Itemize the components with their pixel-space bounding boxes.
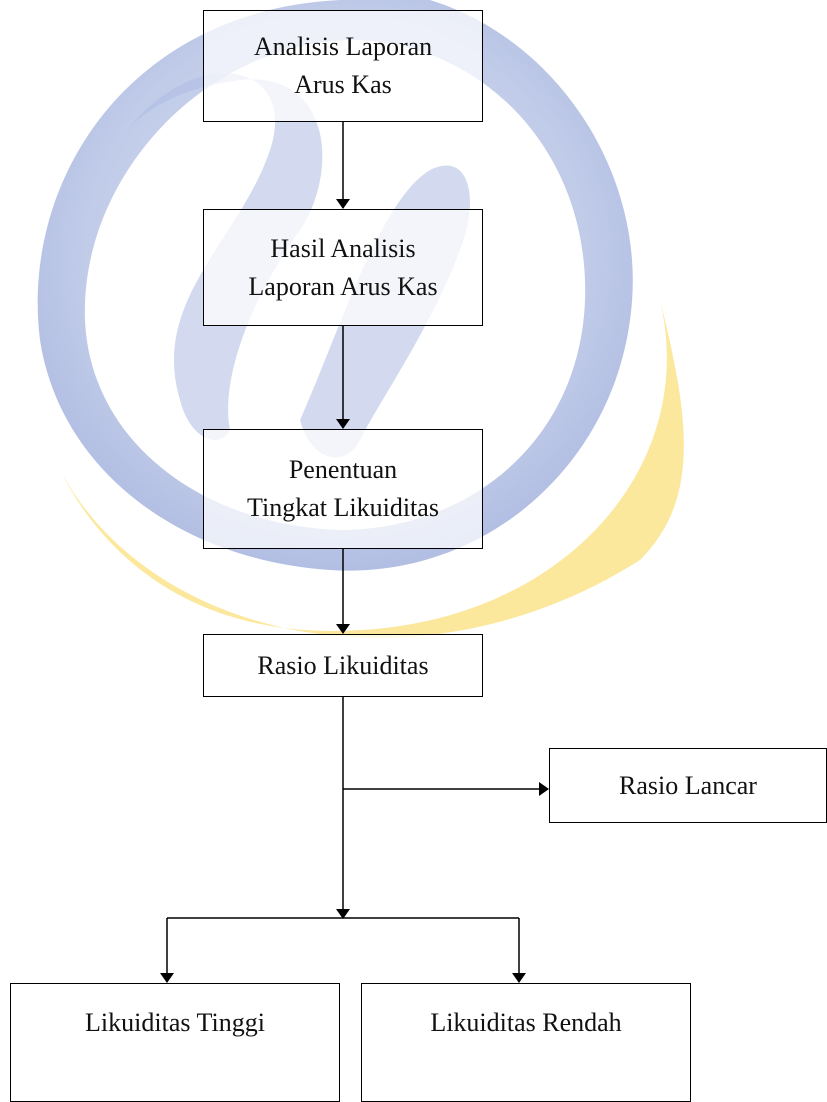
node-hasil-analisis: Hasil Analisis Laporan Arus Kas — [203, 209, 483, 326]
node-likuiditas-tinggi: Likuiditas Tinggi — [10, 983, 340, 1102]
node-rasio-lancar: Rasio Lancar — [549, 748, 827, 823]
node-rasio-likuiditas: Rasio Likuiditas — [203, 634, 483, 697]
node-analisis-line2: Arus Kas — [294, 70, 392, 99]
node-penentuan-line1: Penentuan — [288, 455, 398, 484]
node-likuiditas-tinggi-label: Likuiditas Tinggi — [85, 1007, 265, 1037]
node-analisis-laporan-arus-kas: Analisis Laporan Arus Kas — [203, 10, 483, 122]
node-likuiditas-rendah-label: Likuiditas Rendah — [430, 1007, 622, 1037]
node-hasil-line1: Hasil Analisis — [270, 233, 416, 263]
node-rasio-likuiditas-label: Rasio Likuiditas — [257, 650, 429, 680]
node-analisis-line1: Analisis Laporan — [253, 32, 433, 61]
node-penentuan-tingkat-likuiditas: Penentuan Tingkat Likuiditas — [203, 429, 483, 549]
node-penentuan-line2: Tingkat Likuiditas — [247, 493, 439, 522]
node-hasil-line2: Laporan Arus Kas — [248, 271, 438, 301]
node-rasio-lancar-label: Rasio Lancar — [619, 770, 757, 800]
node-likuiditas-rendah: Likuiditas Rendah — [361, 983, 691, 1102]
